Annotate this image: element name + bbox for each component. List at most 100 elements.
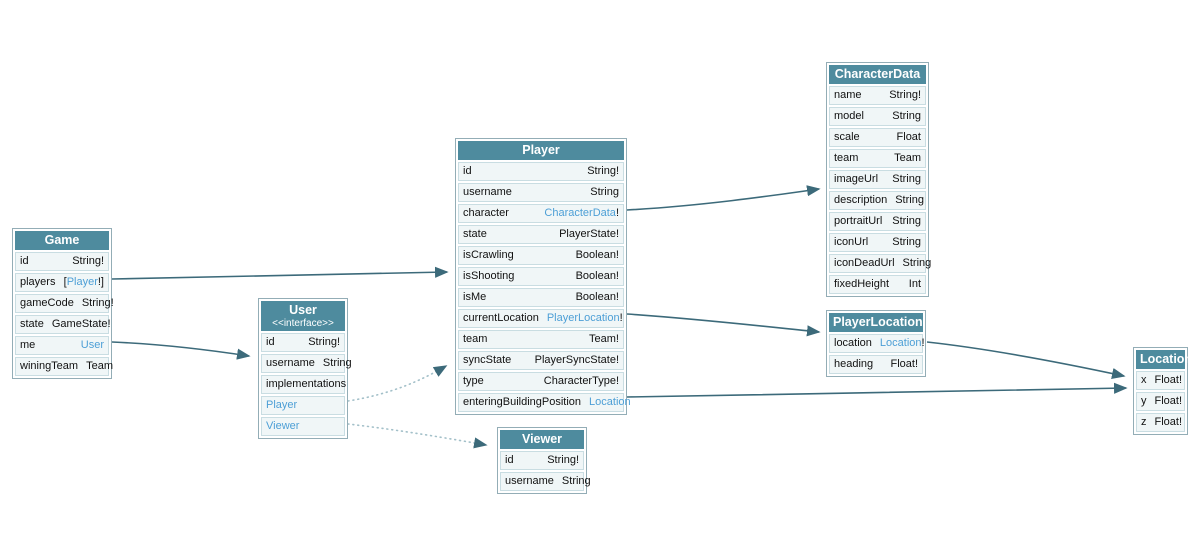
arrow-game-players-to-player [111, 266, 449, 280]
field-name: implementations [266, 378, 347, 390]
field-name: x [1141, 374, 1147, 386]
field-type: Boolean! [576, 291, 619, 304]
type-node-header[interactable]: Location [1136, 350, 1192, 369]
field-row-isShooting: isShooting Boolean! [458, 267, 624, 286]
field-name: character [463, 207, 509, 219]
arrow-user-viewer-impl-to-viewer [347, 423, 488, 449]
type-text: Boolean! [575, 291, 619, 303]
field-row-id: id String! [15, 252, 109, 271]
field-type: Team [894, 152, 921, 165]
field-row-username: username String [458, 183, 624, 202]
field-type: GameState! [52, 318, 111, 331]
type-text: String [902, 257, 932, 269]
implementation-link[interactable]: Player [266, 399, 298, 411]
field-type: String [590, 186, 619, 199]
field-name: state [463, 228, 487, 240]
type-node-playerlocation[interactable]: PlayerLocation location Location! heading Fl… [826, 310, 926, 377]
type-text: String [322, 357, 352, 369]
type-text: String [892, 110, 921, 122]
field-name: z [1141, 416, 1147, 428]
field-name: location [834, 337, 872, 349]
field-name: username [463, 186, 512, 198]
type-node-header[interactable]: CharacterData [829, 65, 926, 84]
field-name: heading [834, 358, 874, 370]
field-type: String [892, 173, 921, 186]
type-node-header[interactable]: Game [15, 231, 109, 250]
field-row-isCrawling: isCrawling Boolean! [458, 246, 624, 265]
type-link[interactable]: PlayerLocation [546, 312, 620, 324]
field-name: imageUrl [834, 173, 879, 185]
type-link[interactable]: Player [66, 276, 98, 288]
field-row-enteringBuildingPosition: enteringBuildingPosition Location [458, 393, 631, 412]
type-text: Team! [589, 333, 619, 345]
type-text: String [892, 173, 921, 185]
type-link[interactable]: Location [879, 337, 922, 349]
field-row-team: team Team [829, 149, 926, 168]
type-text: PlayerState! [559, 228, 619, 240]
field-name: isCrawling [463, 249, 514, 261]
field-name: type [463, 375, 484, 387]
field-name: team [834, 152, 859, 164]
field-type: String! [82, 297, 114, 310]
field-name: portraitUrl [834, 215, 883, 227]
field-name: id [20, 255, 29, 267]
type-text: Boolean! [575, 249, 619, 261]
field-name: isShooting [463, 270, 515, 282]
type-text: String! [72, 255, 104, 267]
field-type: PlayerSyncState! [535, 354, 619, 367]
field-name: fixedHeight [834, 278, 890, 290]
type-text: String! [308, 336, 340, 348]
field-type: [Player!] [64, 276, 104, 289]
type-text: Boolean! [575, 270, 619, 282]
type-text: [ [63, 276, 67, 288]
field-row-players: players[Player!] [15, 273, 109, 292]
field-row-location: location Location! [829, 334, 925, 353]
implementation-link[interactable]: Viewer [266, 420, 300, 432]
type-link[interactable]: User [80, 339, 104, 351]
field-type: String! [72, 255, 104, 268]
field-type: User [81, 339, 104, 352]
field-name: y [1141, 395, 1147, 407]
type-text: String! [587, 165, 619, 177]
type-node-stereotype: <<interface>> [272, 318, 334, 329]
field-type: Location [589, 396, 631, 409]
type-text: Float [896, 131, 921, 143]
type-node-header[interactable]: User<<interface>> [261, 301, 345, 331]
field-name: team [463, 333, 488, 345]
field-name: iconUrl [834, 236, 869, 248]
field-name: me [20, 339, 36, 351]
field-name: enteringBuildingPosition [463, 396, 582, 408]
type-link[interactable]: Location [589, 396, 631, 408]
field-type: String [892, 110, 921, 123]
type-text: ! [921, 337, 925, 349]
field-type: String [895, 194, 924, 207]
type-text: Float! [890, 358, 918, 370]
type-text: Team [86, 360, 113, 372]
type-text: String! [547, 454, 579, 466]
type-text: Float! [1154, 395, 1183, 407]
type-text: CharacterType! [543, 375, 619, 387]
field-type: String [892, 215, 921, 228]
type-node-header[interactable]: PlayerLocation [829, 313, 923, 332]
type-link[interactable]: CharacterData [544, 207, 616, 219]
type-node-header[interactable]: Viewer [500, 430, 584, 449]
type-node-header[interactable]: Player [458, 141, 624, 160]
